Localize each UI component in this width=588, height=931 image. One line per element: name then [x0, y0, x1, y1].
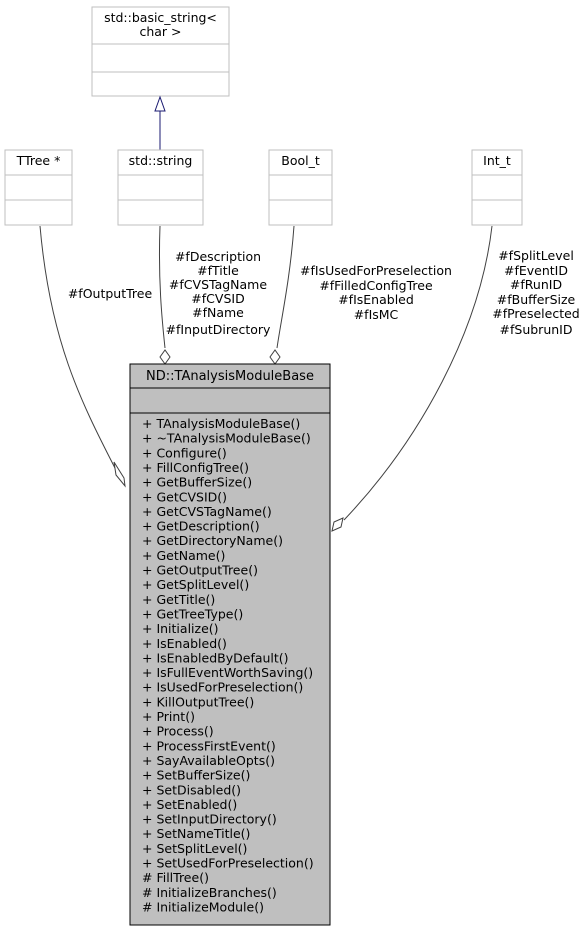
method-item[interactable]: + Configure()	[142, 445, 227, 460]
edge-label: #fBufferSize	[497, 292, 576, 307]
edge-label: #fFilledConfigTree	[319, 278, 433, 293]
method-item[interactable]: + TAnalysisModuleBase()	[142, 416, 300, 431]
method-item[interactable]: + KillOutputTree()	[142, 694, 254, 709]
edge-label: #fTitle	[197, 263, 239, 278]
method-item[interactable]: + IsFullEventWorthSaving()	[142, 665, 313, 680]
method-item[interactable]: + GetDescription()	[142, 519, 260, 534]
edge-string-members	[158, 225, 171, 365]
method-item[interactable]: + SetEnabled()	[142, 797, 237, 812]
method-item[interactable]: + SetNameTitle()	[142, 826, 250, 841]
edge-label: #fDescription	[175, 249, 261, 264]
int-title: Int_t	[483, 153, 511, 168]
method-item[interactable]: + GetTreeType()	[142, 607, 243, 622]
method-item[interactable]: + GetBufferSize()	[142, 475, 252, 490]
edge-label: #fSubrunID	[500, 322, 573, 337]
edge-label: #fOutputTree	[68, 286, 153, 301]
edge-label: #fCVSID	[191, 291, 244, 306]
method-item[interactable]: + IsEnabledByDefault()	[142, 650, 289, 665]
method-item[interactable]: + SayAvailableOpts()	[142, 753, 275, 768]
basic-string-title-line1: std::basic_string<	[104, 10, 217, 25]
ttree-class-box[interactable]: TTree *	[4, 149, 73, 226]
method-item[interactable]: + FillConfigTree()	[142, 460, 249, 475]
method-item[interactable]: + GetTitle()	[142, 592, 215, 607]
edge-label: #fName	[192, 305, 244, 320]
method-item[interactable]: + SetBufferSize()	[142, 768, 250, 783]
method-item[interactable]: + SetSplitLevel()	[142, 841, 247, 856]
method-item[interactable]: + Initialize()	[142, 621, 219, 636]
edge-label: #fIsUsedForPreselection	[300, 263, 452, 278]
edge-label: #fIsMC	[354, 307, 399, 322]
edge-label: #fSplitLevel	[498, 248, 574, 263]
edge-output-tree	[39, 225, 126, 488]
method-item[interactable]: # InitializeModule()	[142, 900, 264, 915]
method-item[interactable]: + GetSplitLevel()	[142, 577, 249, 592]
method-item[interactable]: + ProcessFirstEvent()	[142, 738, 276, 753]
ttree-title: TTree *	[16, 153, 61, 168]
method-item[interactable]: + GetOutputTree()	[142, 563, 258, 578]
main-class-title: ND::TAnalysisModuleBase	[146, 369, 314, 384]
inheritance-arrow	[154, 95, 166, 150]
edge-int-members	[331, 225, 493, 532]
method-item[interactable]: # FillTree()	[142, 870, 209, 885]
edge-label: #fIsEnabled	[338, 292, 414, 307]
method-item[interactable]: + GetDirectoryName()	[142, 533, 283, 548]
std-string-title: std::string	[129, 153, 193, 168]
label-bool-members: #fIsUsedForPreselection #fFilledConfigTr…	[300, 263, 452, 322]
edge-label: #fPreselected	[492, 306, 580, 321]
method-item[interactable]: + ~TAnalysisModuleBase()	[142, 431, 311, 446]
main-class-box[interactable]: ND::TAnalysisModuleBase + TAnalysisModul…	[129, 363, 331, 926]
label-output-tree: #fOutputTree	[68, 286, 153, 301]
std-string-class-box[interactable]: std::string	[117, 149, 204, 226]
method-item[interactable]: + SetUsedForPreselection()	[142, 856, 314, 871]
edge-label: #fRunID	[510, 277, 562, 292]
method-item[interactable]: + Process()	[142, 724, 214, 739]
edge-label: #fEventID	[504, 263, 568, 278]
method-item[interactable]: + GetCVSTagName()	[142, 504, 272, 519]
method-item[interactable]: + GetName()	[142, 548, 225, 563]
edge-label: #fInputDirectory	[166, 322, 271, 337]
method-item[interactable]: # InitializeBranches()	[142, 885, 277, 900]
label-int-members: #fSplitLevel #fEventID #fRunID #fBufferS…	[492, 248, 580, 337]
basic-string-class-box[interactable]: std::basic_string< char >	[91, 6, 230, 97]
edge-label: #fCVSTagName	[169, 277, 267, 292]
edge-bool-members	[269, 225, 295, 365]
method-item[interactable]: + GetCVSID()	[142, 489, 227, 504]
bool-class-box[interactable]: Bool_t	[268, 149, 333, 226]
basic-string-title-line2: char >	[139, 24, 181, 39]
method-item[interactable]: + SetInputDirectory()	[142, 812, 277, 827]
method-list: + TAnalysisModuleBase()+ ~TAnalysisModul…	[142, 416, 314, 915]
label-string-members: #fDescription #fTitle #fCVSTagName #fCVS…	[166, 249, 271, 337]
method-item[interactable]: + IsEnabled()	[142, 636, 227, 651]
method-item[interactable]: + Print()	[142, 709, 195, 724]
bool-title: Bool_t	[281, 153, 320, 168]
method-item[interactable]: + SetDisabled()	[142, 782, 241, 797]
int-class-box[interactable]: Int_t	[471, 149, 523, 226]
method-item[interactable]: + IsUsedForPreselection()	[142, 680, 303, 695]
